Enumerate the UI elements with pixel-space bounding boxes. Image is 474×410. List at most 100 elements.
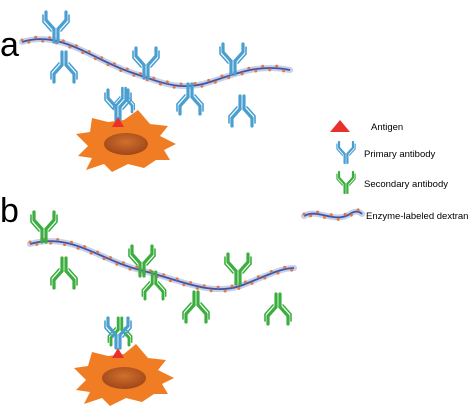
enzyme-dot	[68, 45, 72, 49]
enzyme-dot	[93, 57, 97, 61]
enzyme-dot	[329, 213, 333, 217]
primary-antibody	[50, 50, 78, 84]
secondary-antibody-icon	[336, 170, 356, 195]
enzyme-dot	[202, 284, 206, 288]
enzyme-dot	[69, 240, 73, 244]
panel-a-letter: a	[0, 26, 19, 64]
enzyme-dot	[76, 246, 80, 250]
enzyme-dot	[48, 36, 52, 40]
enzyme-dot	[316, 210, 320, 214]
primary-antibody	[219, 42, 247, 76]
enzyme-dot	[100, 56, 104, 60]
enzyme-dot	[81, 51, 85, 55]
enzyme-dot	[268, 68, 272, 72]
enzyme-dot	[193, 82, 197, 86]
legend-item-primary-antibody: Primary antibody	[336, 140, 436, 165]
legend-item-antigen: Antigen	[330, 120, 403, 133]
legend-label: Antigen	[371, 122, 403, 133]
secondary-antibody	[50, 256, 78, 290]
enzyme-dot	[179, 82, 183, 86]
antibodies-a	[42, 10, 256, 128]
enzyme-dot	[139, 72, 143, 76]
enzyme-dot	[27, 40, 31, 44]
enzyme-dot	[41, 39, 45, 43]
enzyme-dot	[240, 72, 244, 76]
enzyme-dot	[96, 250, 100, 254]
primary-antibody	[228, 94, 256, 128]
dextran-backbone	[303, 210, 363, 219]
primary-antibody	[112, 86, 136, 114]
enzyme-dot	[269, 269, 273, 273]
enzyme-dot	[261, 64, 265, 68]
legend-item-dextran: Enzyme-labeled dextran	[301, 208, 468, 222]
enzyme-labeled-dextran-b	[27, 237, 297, 293]
enzyme-dot	[356, 208, 360, 212]
panel-b: b	[0, 192, 297, 406]
primary-antibody	[176, 82, 204, 116]
legend-label: Primary antibody	[364, 149, 436, 160]
enzyme-dot	[132, 73, 136, 77]
enzyme-dot	[254, 69, 258, 73]
enzyme-dot	[230, 284, 234, 288]
enzyme-dot	[250, 281, 254, 285]
enzyme-dot	[165, 80, 169, 84]
enzyme-dot	[87, 50, 91, 54]
enzyme-dot	[182, 283, 186, 287]
enzyme-dot	[63, 243, 67, 247]
enzyme-dot	[227, 76, 231, 80]
secondary-antibody	[264, 292, 292, 326]
dextran-icon	[301, 208, 365, 221]
enzyme-dot	[275, 64, 279, 68]
antigen-icon	[112, 117, 124, 127]
enzyme-dot	[112, 62, 116, 66]
enzyme-dot	[20, 38, 24, 42]
enzyme-dot	[115, 262, 119, 266]
enzyme-labeled-dextran-a	[19, 35, 293, 90]
secondary-antibody	[141, 270, 167, 301]
enzyme-dot	[175, 277, 179, 281]
legend-label: Secondary antibody	[364, 179, 448, 190]
primary-antibody	[42, 10, 70, 44]
enzyme-dot	[216, 285, 220, 289]
enzyme-dot	[213, 80, 217, 84]
secondary-antibody	[182, 290, 210, 324]
enzyme-dot	[152, 76, 156, 80]
enzyme-dot	[158, 82, 162, 86]
enzyme-dot	[309, 214, 313, 218]
panel-a: a	[0, 10, 293, 172]
enzyme-dot	[125, 67, 129, 71]
enzyme-dot	[128, 267, 132, 271]
enzyme-dot	[302, 212, 306, 216]
antibodies-b	[30, 210, 292, 350]
enzyme-dot	[106, 63, 110, 67]
secondary-antibody	[128, 244, 156, 278]
cell-a	[76, 110, 176, 172]
enzyme-dot	[243, 280, 247, 284]
dextran-halo	[27, 238, 297, 293]
enzyme-dot	[195, 286, 199, 290]
enzyme-dot	[28, 240, 32, 244]
enzyme-dot	[119, 68, 123, 72]
enzyme-dot	[34, 35, 38, 39]
enzyme-dot	[135, 265, 139, 269]
enzyme-dot	[74, 44, 78, 48]
enzyme-dot	[56, 238, 60, 242]
enzyme-dot	[89, 251, 93, 255]
enzyme-dot	[256, 275, 260, 279]
primary-antibody-shape	[336, 140, 356, 165]
legend: Antigen Primary antibody Secondary antib…	[301, 120, 468, 222]
dextran-backbone	[29, 240, 295, 290]
nucleus-icon	[102, 367, 146, 389]
primary-antibody-icon	[336, 140, 356, 165]
enzyme-dot	[263, 276, 267, 280]
enzyme-dot	[247, 66, 251, 70]
secondary-antibody-shape	[336, 170, 356, 195]
enzyme-dot	[343, 212, 347, 216]
enzyme-dot	[220, 74, 224, 78]
enzyme-dot	[121, 261, 125, 265]
enzyme-dot	[49, 241, 53, 245]
enzyme-dot	[102, 257, 106, 261]
dextran-backbone	[21, 38, 291, 88]
antigen-icon	[112, 348, 124, 358]
